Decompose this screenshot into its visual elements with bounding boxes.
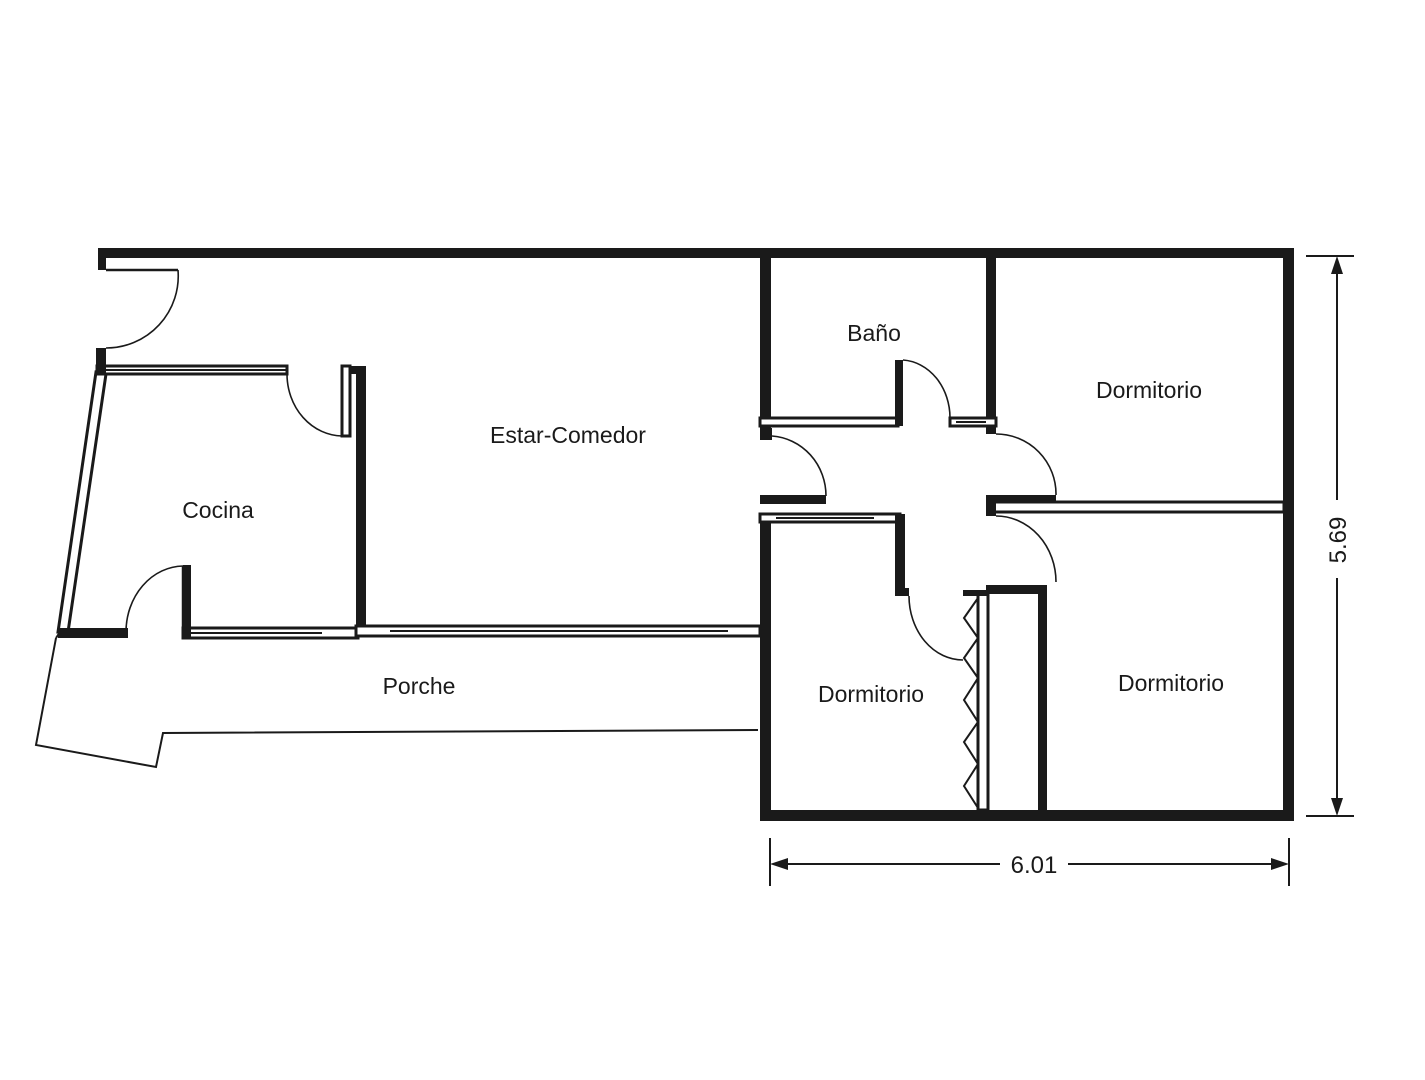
bedroom-2-door[interactable] [908,595,964,661]
vertical-dimension: 5.69 [1306,255,1354,817]
arrow-left-icon [770,858,788,870]
porch-outline [34,631,759,769]
horizontal-dimension: 6.01 [769,838,1290,886]
dimension-height-label: 5.69 [1325,517,1352,564]
room-label-cocina: Cocina [182,497,254,523]
living-corridor-door[interactable] [771,435,827,497]
interior-walls [758,258,1286,812]
dimension-width-label: 6.01 [1011,852,1058,879]
entrance-door[interactable] [105,268,180,349]
closet-folding-doors[interactable] [962,597,980,809]
bedroom-1-door[interactable] [995,433,1057,496]
windows [100,369,986,634]
kitchen-bottom-door[interactable] [125,565,185,633]
room-label-dormitorio-1: Dormitorio [1096,377,1202,403]
kitchen-top-door[interactable] [286,373,344,437]
room-label-dormitorio-3: Dormitorio [1118,670,1224,696]
arrow-down-icon [1331,798,1343,816]
arrow-up-icon [1331,256,1343,274]
room-label-porche: Porche [383,673,456,699]
room-label-bano: Baño [847,320,901,346]
room-label-dormitorio-2: Dormitorio [818,681,924,707]
room-label-estar-comedor: Estar-Comedor [490,422,646,448]
outer-walls [98,248,1294,821]
arrow-right-icon [1271,858,1289,870]
kitchen-walls [56,348,762,640]
bathroom-door[interactable] [902,359,951,419]
bedroom-3-door[interactable] [995,515,1057,583]
